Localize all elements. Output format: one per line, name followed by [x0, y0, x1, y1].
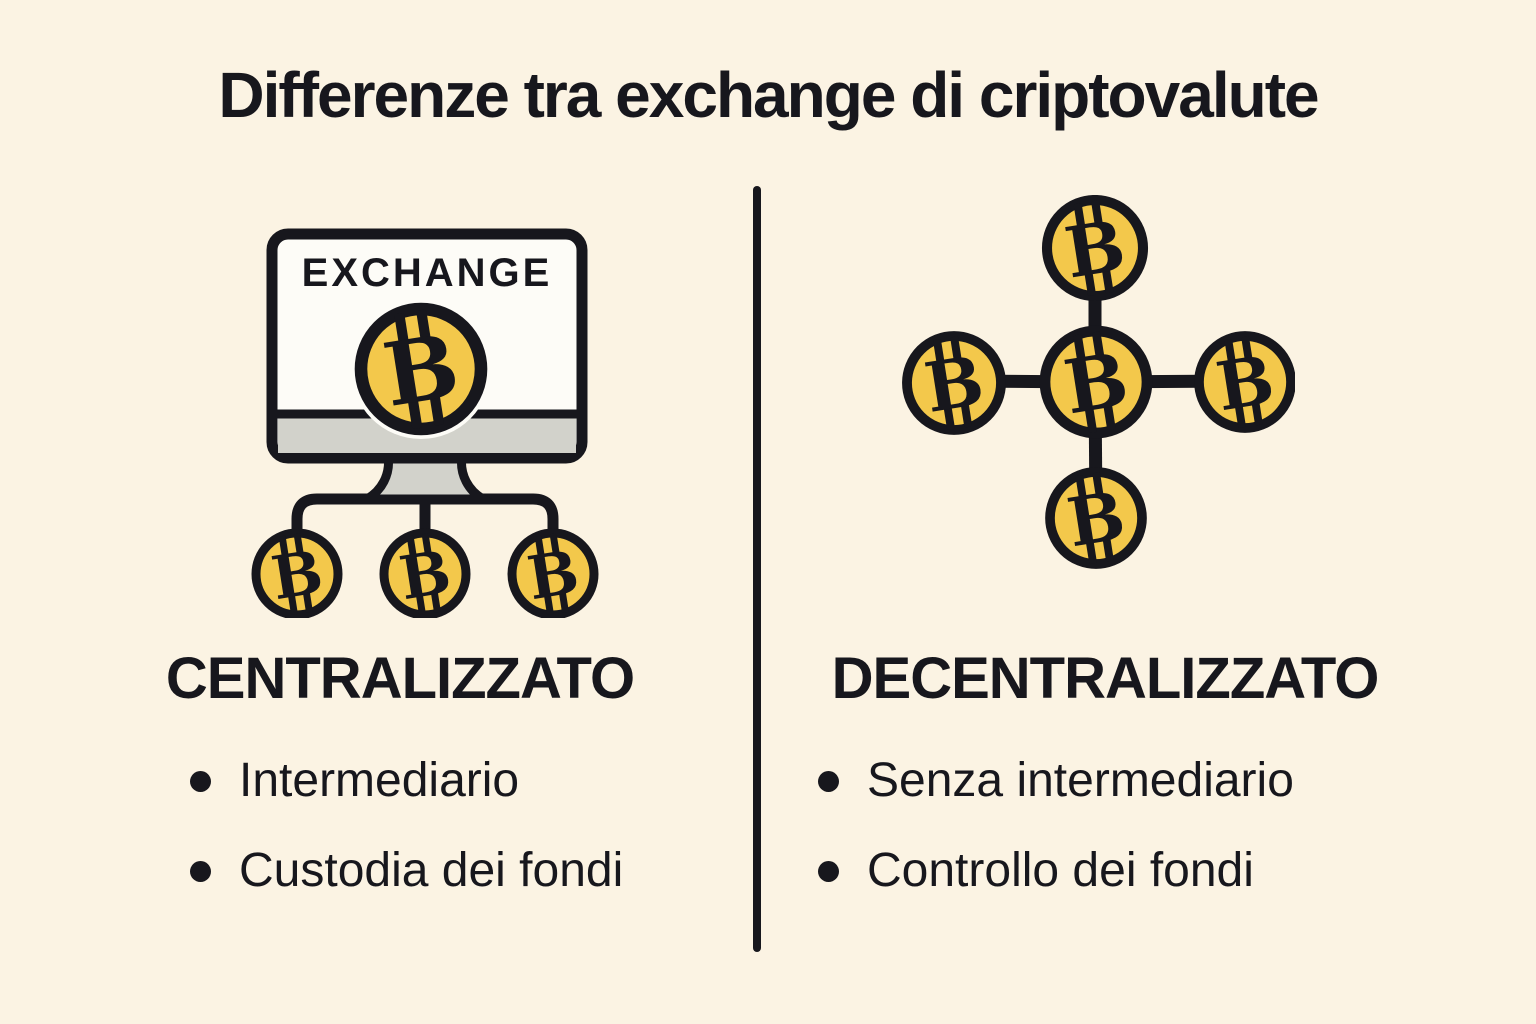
bitcoin-coin-icon: B [251, 528, 343, 618]
bitcoin-b-glyph: B [267, 537, 328, 614]
list-item: Senza intermediario [818, 750, 1294, 812]
centralized-heading: CENTRALIZZATO [165, 646, 635, 711]
bitcoin-b-glyph: B [1060, 205, 1131, 294]
bullet-text: Intermediario [239, 754, 520, 807]
bullet-dot [190, 861, 211, 883]
bullet-dot [190, 770, 211, 792]
monitor-stand [350, 450, 500, 504]
bitcoin-b-glyph: B [920, 341, 989, 429]
bullet-text: Senza intermediario [867, 754, 1294, 807]
bullet-text: Controllo dei fondi [867, 844, 1254, 898]
bitcoin-coin-icon: B [1194, 331, 1295, 433]
bullet-dot [818, 770, 839, 792]
bitcoin-coin-icon: B [1045, 467, 1147, 569]
bullet-text: Custodia dei fondi [239, 844, 624, 898]
bitcoin-b-glyph: B [395, 537, 456, 614]
bitcoin-coin-icon: B [1039, 325, 1153, 439]
bitcoin-b-glyph: B [377, 314, 466, 427]
divider-line [753, 186, 761, 952]
decentralized-bullet-list: Senza intermediario Controllo dei fondi [818, 750, 1294, 903]
decentralized-heading: DECENTRALIZZATO [831, 646, 1380, 711]
page-title: Differenze tra exchange di criptovalute [218, 59, 1319, 131]
list-item: Controllo dei fondi [818, 840, 1294, 902]
bitcoin-coin-icon: B [379, 528, 471, 618]
bitcoin-coin-icon: B [507, 528, 599, 618]
bitcoin-coin-icon: B [351, 299, 491, 439]
centralized-bullet-list: Intermediario Custodia dei fondi [190, 750, 623, 903]
bitcoin-coin-icon: B [1041, 195, 1149, 302]
bitcoin-b-glyph: B [523, 537, 584, 614]
bullet-dot [818, 861, 839, 883]
bitcoin-coin-icon: B [902, 331, 1006, 435]
bitcoin-b-glyph: B [1062, 475, 1130, 562]
decentralized-network-illustration: B B B B B [902, 195, 1295, 569]
centralized-exchange-illustration: EXCHANGE B B B B [251, 228, 599, 618]
monitor-label: EXCHANGE [302, 251, 553, 295]
bitcoin-b-glyph: B [1211, 339, 1279, 426]
list-item: Intermediario [190, 750, 623, 812]
bitcoin-b-glyph: B [1059, 337, 1134, 432]
list-item: Custodia dei fondi [190, 840, 623, 902]
